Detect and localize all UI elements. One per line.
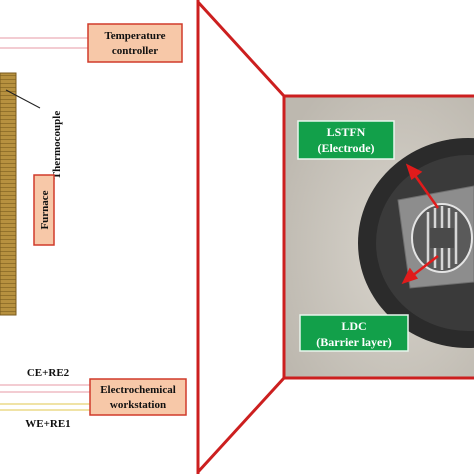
echem-label-line1: Electrochemical [100, 384, 176, 396]
echem-label-line2: workstation [110, 399, 166, 411]
electrode-center [430, 228, 454, 248]
thermocouple-label: Thermocouple [51, 111, 63, 180]
electrode-ring [411, 203, 473, 273]
we-re1-label: WE+RE1 [25, 418, 70, 430]
furnace-label: Furnace [39, 190, 51, 229]
lstfn-arrow [405, 163, 440, 209]
ldc-arrow [401, 255, 439, 285]
temperature-label-line1: Temperature [104, 30, 165, 42]
photo-frame [282, 94, 474, 380]
lstfn-label-box [297, 120, 395, 160]
furnace-element [0, 72, 17, 316]
lstfn-label-line2: (Electrode) [317, 141, 374, 155]
temperature-label-line2: controller [112, 45, 158, 57]
zoom-line-top [196, 0, 286, 98]
left-panel-frame [196, 0, 200, 474]
ldc-label-box [299, 314, 409, 352]
lstfn-label-line1: LSTFN [327, 125, 366, 139]
temperature-controller-box [87, 23, 183, 63]
ldc-label-line2: (Barrier layer) [316, 335, 391, 349]
thermocouple-pointer [5, 89, 41, 109]
electrochemical-workstation-box [89, 378, 187, 416]
ce-re2-label: CE+RE2 [27, 367, 70, 379]
zoom-line-bottom [196, 376, 286, 474]
furnace-label-box [33, 174, 55, 246]
ldc-label-line1: LDC [341, 319, 366, 333]
